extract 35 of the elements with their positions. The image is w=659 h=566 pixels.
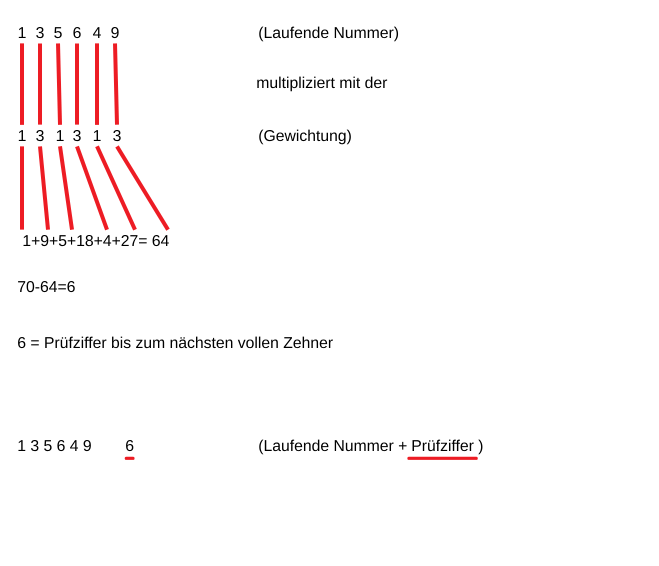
connector-line (58, 146, 74, 230)
digit: 3 (36, 27, 44, 38)
digit: 3 (73, 130, 81, 142)
digit: 1 (18, 27, 26, 38)
connector-line (75, 146, 109, 230)
digit: 1 (56, 130, 64, 141)
label-text: (Laufende Nummer) (259, 26, 398, 42)
label-text: multipliziert mit der (257, 76, 388, 92)
connector-line (95, 146, 137, 230)
digit: 1 (94, 130, 101, 141)
label-text: Prüfziffer (412, 440, 474, 452)
connector-line (38, 43, 42, 125)
label-text: 70-64=6 (18, 281, 75, 292)
connector-line (75, 43, 79, 125)
connector-line (38, 146, 50, 230)
digit: 1 (18, 130, 26, 141)
connector-line (115, 145, 170, 231)
digit: 6 (73, 27, 81, 38)
connector-line (20, 146, 24, 230)
digit: 4 (93, 27, 101, 38)
digit: 5 (54, 27, 62, 38)
connector-line (20, 43, 24, 125)
digit: 3 (36, 130, 44, 142)
digit: 9 (111, 27, 119, 38)
label-text: 6 (126, 440, 134, 452)
label-text: 6 = Prüfziffer bis zum nächsten vollen Zehner (18, 336, 333, 348)
digit: 3 (113, 130, 121, 142)
connector-line (95, 43, 99, 125)
label-text: (Laufende Nummer + (259, 440, 407, 454)
label-text: (Gewichtung) (259, 130, 351, 144)
sum-text: 1+9+5+18+4+27= 64 (24, 235, 169, 246)
connector-line (113, 43, 119, 125)
label-text: 1 3 5 6 4 9 (18, 440, 91, 452)
label-text: ) (478, 440, 482, 454)
connector-line (56, 43, 62, 125)
